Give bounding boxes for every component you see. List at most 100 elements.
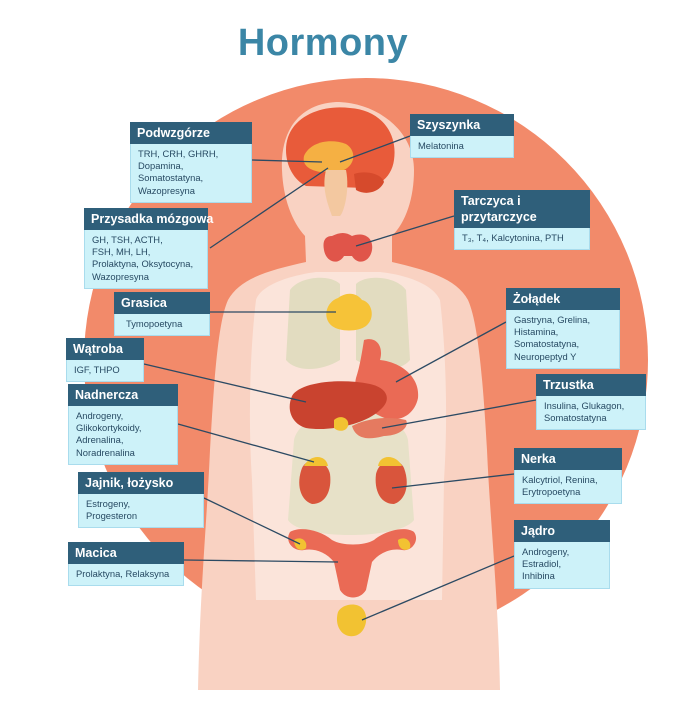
label-nadnercza: Nadnercza Androgeny, Glikokortykoidy, Ad… <box>68 384 178 465</box>
label-body: Tymopoetyna <box>114 314 210 337</box>
label-grasica: Grasica Tymopoetyna <box>114 292 210 337</box>
hormone-item: Prolaktyna, Oksytocyna, <box>92 258 194 270</box>
ovary-right <box>398 538 411 550</box>
hormone-item: Estradiol, <box>522 558 562 570</box>
ovary-left <box>294 538 307 550</box>
hormone-item: Kalcytriol, Renina, <box>522 474 598 485</box>
abdomen <box>288 410 414 535</box>
hormone-item: Inhibina <box>522 570 555 582</box>
hormone-item: Dopamina, <box>138 160 184 172</box>
title-line: Tarczyca <box>461 194 514 208</box>
line-jadro <box>361 555 515 621</box>
adrenal-left <box>304 457 328 466</box>
label-szyszynka: Szyszynka Melatonina <box>410 114 514 159</box>
hormone-item: IGF, THPO <box>74 364 120 375</box>
hormone-item: Estrogeny, <box>86 498 131 509</box>
label-body: Insulina, Glukagon, Somatostatyna <box>536 396 646 431</box>
hormone-item: Androgeny, <box>76 410 124 421</box>
line-trzustka <box>381 399 537 429</box>
line-szyszynka <box>339 135 411 163</box>
title-line: Wątroba <box>73 342 123 356</box>
hormone-item: Noradrenalina <box>76 446 135 458</box>
leader-lines <box>143 135 537 621</box>
line-przysadka <box>209 167 329 249</box>
label-body: Estrogeny, Progesteron <box>78 494 204 529</box>
adrenal-right <box>378 457 402 466</box>
line-macica <box>183 559 339 563</box>
hormone-item: Adrenalina, <box>76 434 124 446</box>
title-line: Macica <box>75 546 117 560</box>
line-jajnik <box>203 497 301 545</box>
label-jajnik: Jajnik, łożysko Estrogeny, Progesteron <box>78 472 204 529</box>
line-watroba <box>143 363 307 403</box>
line-zoladek <box>395 321 507 383</box>
hormone-item: GH, TSH, ACTH, <box>92 234 163 245</box>
title-line: Szyszynka <box>417 118 481 132</box>
label-podwzgorze: Podwzgórze TRH, CRH, GHRH, Dopamina, Som… <box>130 122 252 203</box>
label-title: Jajnik, łożysko <box>78 472 204 494</box>
title-line: Podwzgórze <box>137 126 210 140</box>
hormone-item: Somatostatyna, <box>514 338 580 350</box>
pancreas <box>352 418 407 439</box>
hormone-item: Somatostatyna <box>544 412 607 424</box>
label-nerka: Nerka Kalcytriol, Renina, Erytropoetyna <box>514 448 622 505</box>
hormone-item: Tymopoetyna <box>126 318 183 329</box>
line-nadnercza <box>177 423 315 463</box>
label-title: Grasica <box>114 292 210 314</box>
label-jadro: Jądro Androgeny, Estradiol, Inhibina <box>514 520 610 589</box>
hormone-item: TRH, CRH, GHRH, <box>138 148 219 159</box>
label-title: Jądro <box>514 520 610 542</box>
label-title: Macica <box>68 542 184 564</box>
gallbladder <box>334 417 349 431</box>
title-line: Żołądek <box>513 292 561 306</box>
label-przysadka: Przysadka mózgowa GH, TSH, ACTH, FSH, MH… <box>84 208 213 289</box>
hormone-item: Somatostatyna, <box>138 172 204 184</box>
label-body: Melatonina <box>410 136 514 159</box>
label-body: GH, TSH, ACTH, FSH, MH, LH, Prolaktyna, … <box>84 230 208 289</box>
hormone-item: T₃, T₄, Kalcytonina, PTH <box>462 232 564 243</box>
testes <box>336 604 367 637</box>
label-body: T₃, T₄, Kalcytonina, PTH <box>454 228 590 251</box>
title-line: Grasica <box>121 296 167 310</box>
line-tarczyca <box>355 215 455 247</box>
label-body: Gastryna, Grelina, Histamina, Somatostat… <box>506 310 620 369</box>
hormone-item: Progesteron <box>86 510 138 522</box>
hormone-item: FSH, MH, LH, <box>92 246 151 258</box>
hormone-item: Melatonina <box>418 140 464 151</box>
label-title: Trzustka <box>536 374 646 396</box>
label-body: Kalcytriol, Renina, Erytropoetyna <box>514 470 622 505</box>
title-line: Jajnik, łożysko <box>85 476 174 490</box>
hormone-item: Insulina, Glukagon, <box>544 400 625 411</box>
label-body: TRH, CRH, GHRH, Dopamina, Somatostatyna,… <box>130 144 252 203</box>
label-title: Szyszynka <box>410 114 514 136</box>
label-macica: Macica Prolaktyna, Relaksyna <box>68 542 184 587</box>
page-title: Hormony <box>237 22 409 64</box>
hormone-item: Histamina, <box>514 326 559 338</box>
label-title: Podwzgórze <box>130 122 252 144</box>
hormone-item: Erytropoetyna <box>522 486 581 498</box>
hormone-item: Glikokortykoidy, <box>76 422 142 434</box>
hormone-item: Androgeny, <box>522 546 570 557</box>
kidney-left <box>299 460 331 504</box>
hormone-item: Neuropeptyd Y <box>514 350 577 362</box>
label-trzustka: Trzustka Insulina, Glukagon, Somatostaty… <box>536 374 646 431</box>
line-podwzgorze <box>251 159 323 163</box>
label-title: Tarczyca i przytarczyce <box>454 190 590 228</box>
liver <box>289 381 387 430</box>
label-body: Prolaktyna, Relaksyna <box>68 564 184 587</box>
kidney-right <box>375 460 407 504</box>
hormone-item: Wazopresyna <box>92 270 149 282</box>
title-line: Jądro <box>521 524 556 538</box>
thyroid <box>323 233 373 262</box>
label-title: Nadnercza <box>68 384 178 406</box>
title-line: Przysadka mózgowa <box>91 212 214 226</box>
thymus <box>326 293 372 331</box>
hormone-item: Prolaktyna, Relaksyna <box>76 568 170 579</box>
label-zoladek: Żołądek Gastryna, Grelina, Histamina, So… <box>506 288 620 369</box>
hormone-item: Gastryna, Grelina, <box>514 314 591 325</box>
label-watroba: Wątroba IGF, THPO <box>66 338 144 383</box>
label-body: IGF, THPO <box>66 360 144 383</box>
label-body: Androgeny, Glikokortykoidy, Adrenalina, … <box>68 406 178 465</box>
title-line: i przytarczyce <box>461 194 537 224</box>
title-line: Nadnercza <box>75 388 139 402</box>
